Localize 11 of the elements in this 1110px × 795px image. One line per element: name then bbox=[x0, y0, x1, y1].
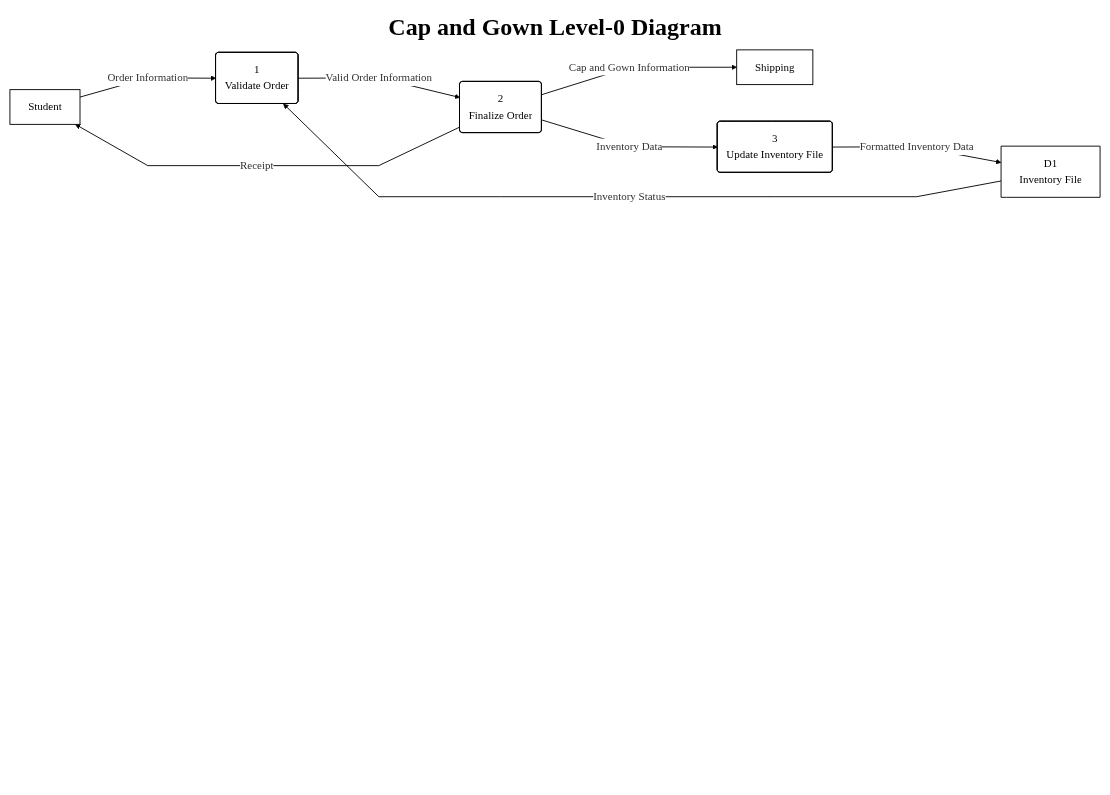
diagram-title: Cap and Gown Level-0 Diagram bbox=[387, 14, 723, 41]
edge-label: Inventory Status bbox=[593, 190, 666, 203]
node-box: Shipping bbox=[736, 49, 814, 86]
edge-label: Receipt bbox=[240, 159, 274, 172]
edge-label: Valid Order Information bbox=[325, 71, 433, 84]
edge-label: Inventory Data bbox=[596, 140, 663, 153]
node-box: D1 Inventory File bbox=[1000, 145, 1101, 198]
edge-label: Order Information bbox=[107, 71, 189, 84]
edge-label: Formatted Inventory Data bbox=[859, 140, 974, 153]
node-box: Student bbox=[9, 89, 81, 125]
edge-label: Cap and Gown Information bbox=[568, 60, 690, 74]
